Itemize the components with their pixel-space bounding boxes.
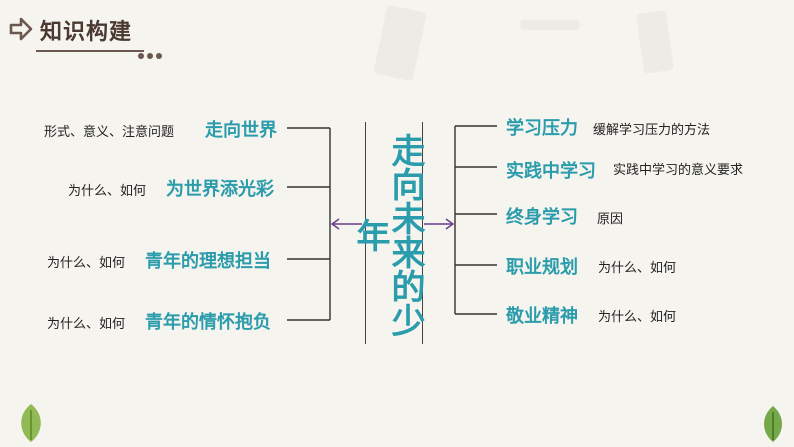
left-branch-note: 为什么、如何	[47, 317, 126, 332]
left-branch-topic: 青年的理想担当	[145, 251, 271, 272]
left-branch-note: 为什么、如何	[68, 184, 147, 199]
leaf-icon	[21, 404, 41, 442]
right-branch-topic: 敬业精神	[506, 306, 578, 327]
right-branch-topic: 学习压力	[506, 118, 578, 139]
section-header: 知识构建	[8, 12, 168, 59]
right-branch-topic: 职业规划	[506, 257, 578, 278]
left-branch-topic: 青年的情怀抱负	[145, 312, 271, 333]
header-underline	[36, 50, 144, 52]
central-topic-title: 走向未来的少年	[350, 133, 425, 337]
right-branch-note: 为什么、如何	[598, 310, 677, 325]
left-branch-note: 形式、意义、注意问题	[44, 125, 175, 140]
left-branch-topic: 为世界添光彩	[166, 179, 274, 200]
decorative-dots	[138, 44, 165, 63]
right-branch-topic: 终身学习	[506, 207, 578, 228]
right-branch-note: 实践中学习的意义要求	[613, 163, 744, 178]
background-texture	[520, 20, 580, 30]
right-branch-note: 原因	[597, 212, 624, 227]
header-title: 知识构建	[40, 20, 133, 45]
arrow-right-icon	[9, 17, 33, 41]
left-branch-topic: 走向世界	[205, 120, 277, 141]
right-branch-topic: 实践中学习	[506, 161, 596, 182]
right-branch-note: 缓解学习压力的方法	[593, 123, 711, 138]
left-branch-note: 为什么、如何	[47, 256, 126, 271]
leaf-icon	[764, 406, 782, 442]
right-branch-note: 为什么、如何	[598, 261, 677, 276]
central-topic-box: 走向未来的少年	[350, 122, 425, 344]
